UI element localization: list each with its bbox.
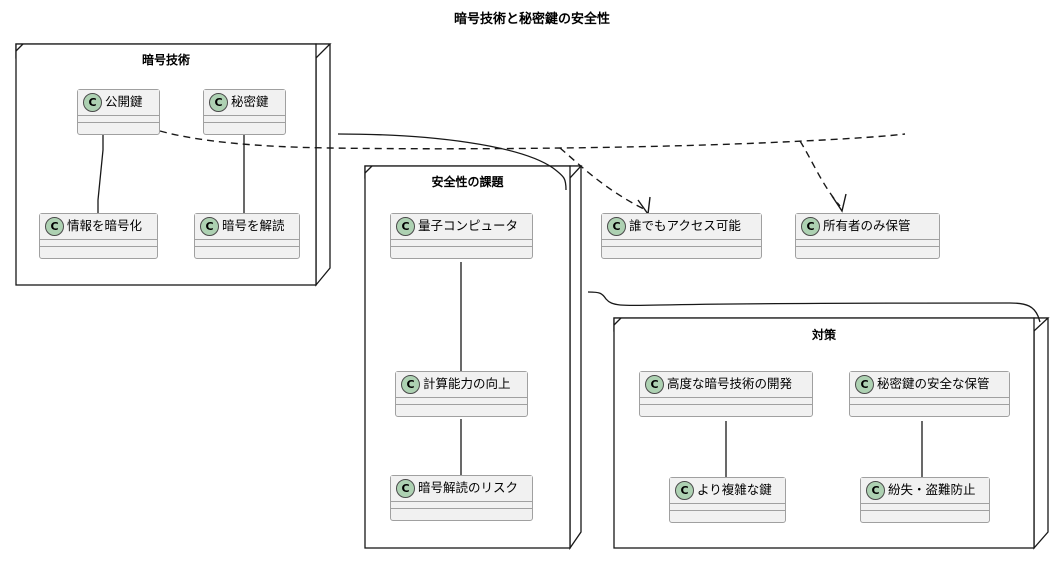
class-attributes-compartment [850, 398, 1009, 405]
class-icon: C [396, 479, 415, 498]
class-icon: C [209, 93, 228, 112]
class-methods-compartment [670, 511, 785, 518]
class-box-loss-theft[interactable]: C 紛失・盗難防止 [860, 477, 990, 523]
class-box-quantum-computer[interactable]: C 量子コンピュータ [390, 213, 533, 259]
class-methods-compartment [78, 123, 159, 130]
class-name-label: 暗号解読のリスク [418, 481, 519, 496]
class-methods-compartment [850, 405, 1009, 412]
class-header: C 秘密鍵の安全な保管 [850, 372, 1009, 398]
class-methods-compartment [861, 511, 989, 518]
class-box-advanced-crypto[interactable]: C 高度な暗号技術の開発 [639, 371, 813, 417]
package-label-security-issues: 安全性の課題 [431, 175, 504, 189]
class-attributes-compartment [602, 240, 761, 247]
class-box-owner-only[interactable]: C 所有者のみ保管 [795, 213, 940, 259]
class-attributes-compartment [204, 116, 285, 123]
class-methods-compartment [40, 247, 157, 254]
class-attributes-compartment [396, 398, 527, 405]
diagram-title: 暗号技術と秘密鍵の安全性 [453, 11, 610, 26]
class-header: C より複雑な鍵 [670, 478, 785, 504]
class-attributes-compartment [670, 504, 785, 511]
link-issues-to-countermeasures [587, 291, 1041, 323]
class-box-public-key[interactable]: C 公開鍵 [77, 89, 160, 135]
class-header: C 計算能力の向上 [396, 372, 527, 398]
class-header: C 高度な暗号技術の開発 [640, 372, 812, 398]
class-methods-compartment [640, 405, 812, 412]
class-header: C 暗号解読のリスク [391, 476, 532, 502]
class-attributes-compartment [78, 116, 159, 123]
class-methods-compartment [195, 247, 299, 254]
class-name-label: 暗号を解読 [222, 219, 285, 234]
class-box-safe-storage[interactable]: C 秘密鍵の安全な保管 [849, 371, 1010, 417]
class-name-label: 秘密鍵の安全な保管 [877, 377, 990, 392]
class-methods-compartment [602, 247, 761, 254]
class-name-label: 情報を暗号化 [67, 219, 143, 234]
class-box-secret-key[interactable]: C 秘密鍵 [203, 89, 286, 135]
class-icon: C [855, 375, 874, 394]
class-icon: C [83, 93, 102, 112]
class-box-compute-power[interactable]: C 計算能力の向上 [395, 371, 528, 417]
class-attributes-compartment [796, 240, 939, 247]
dep-line-to-owner-only [799, 140, 841, 207]
class-methods-compartment [391, 509, 532, 516]
class-icon: C [45, 217, 64, 236]
dep-line-trunk [159, 130, 906, 150]
class-box-complex-key[interactable]: C より複雑な鍵 [669, 477, 786, 523]
class-name-label: 紛失・盗難防止 [888, 483, 976, 498]
class-name-label: 公開鍵 [105, 95, 143, 110]
class-methods-compartment [204, 123, 285, 130]
class-attributes-compartment [640, 398, 812, 405]
class-name-label: より複雑な鍵 [697, 483, 772, 498]
class-header: C 情報を暗号化 [40, 214, 157, 240]
class-icon: C [675, 481, 694, 500]
class-attributes-compartment [391, 240, 532, 247]
class-icon: C [645, 375, 664, 394]
package-label-countermeasures: 対策 [811, 328, 836, 342]
class-name-label: 量子コンピュータ [418, 219, 519, 234]
class-name-label: 高度な暗号技術の開発 [667, 377, 793, 392]
class-header: C 誰でもアクセス可能 [602, 214, 761, 240]
class-box-decrypt-risk[interactable]: C 暗号解読のリスク [390, 475, 533, 521]
class-methods-compartment [396, 405, 527, 412]
class-header: C 暗号を解読 [195, 214, 299, 240]
class-box-anyone-access[interactable]: C 誰でもアクセス可能 [601, 213, 762, 259]
link-crypto-to-issues [337, 133, 567, 191]
class-box-encrypt-info[interactable]: C 情報を暗号化 [39, 213, 158, 259]
class-icon: C [200, 217, 219, 236]
link-public-key-to-encrypt [97, 135, 104, 214]
dep-arrowhead-owner-only [831, 193, 847, 213]
class-name-label: 誰でもアクセス可能 [629, 219, 741, 234]
class-methods-compartment [391, 247, 532, 254]
class-name-label: 計算能力の向上 [423, 377, 511, 392]
class-header: C 紛失・盗難防止 [861, 478, 989, 504]
class-header: C 量子コンピュータ [391, 214, 532, 240]
class-box-decrypt[interactable]: C 暗号を解読 [194, 213, 300, 259]
class-header: C 所有者のみ保管 [796, 214, 939, 240]
package-label-cryptography: 暗号技術 [141, 53, 190, 67]
class-methods-compartment [796, 247, 939, 254]
class-icon: C [396, 217, 415, 236]
class-attributes-compartment [195, 240, 299, 247]
class-icon: C [607, 217, 626, 236]
class-attributes-compartment [391, 502, 532, 509]
class-name-label: 秘密鍵 [231, 95, 269, 110]
class-icon: C [401, 375, 420, 394]
dep-arrowhead-anyone-access [637, 196, 651, 216]
class-icon: C [866, 481, 885, 500]
class-name-label: 所有者のみ保管 [823, 219, 911, 234]
class-header: C 公開鍵 [78, 90, 159, 116]
class-attributes-compartment [861, 504, 989, 511]
class-icon: C [801, 217, 820, 236]
class-attributes-compartment [40, 240, 157, 247]
class-header: C 秘密鍵 [204, 90, 285, 116]
